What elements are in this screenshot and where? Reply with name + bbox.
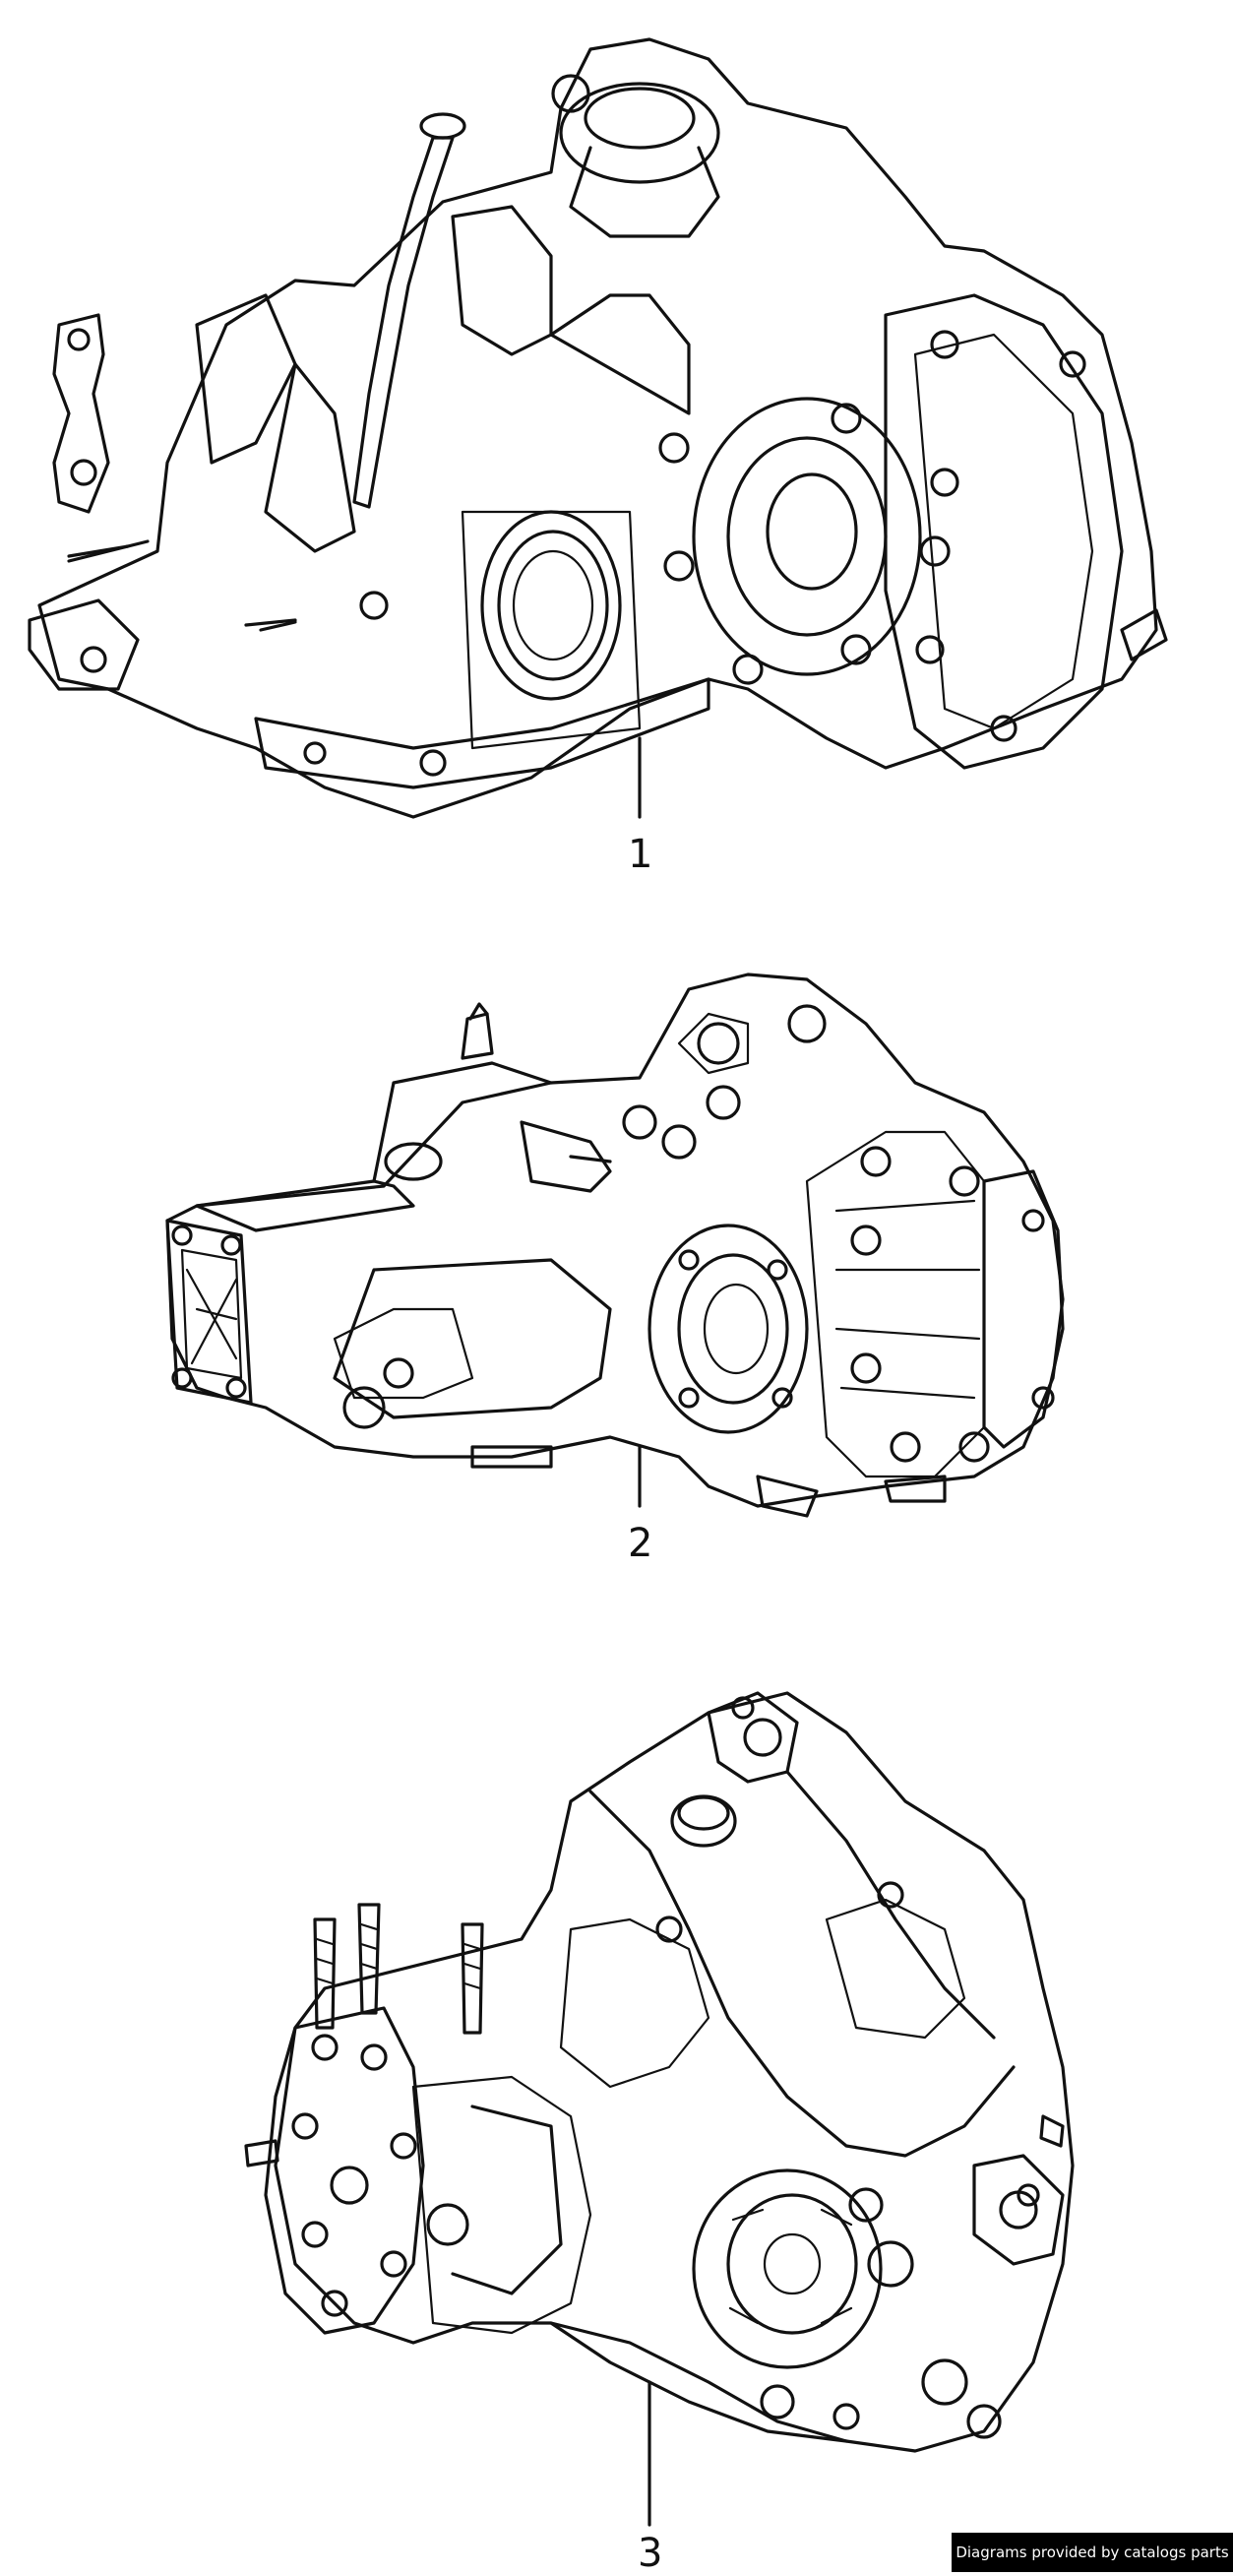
part-2-callout: 2: [628, 1521, 653, 1566]
part-1-callout: 1: [628, 832, 653, 877]
part-3-transaxle-drawing: [244, 1691, 1075, 2453]
catalog-credit-label: Diagrams provided by catalogs parts: [952, 2533, 1233, 2572]
part-1-gearbox-drawing: [28, 37, 1168, 819]
part-2-transmission-drawing: [165, 973, 1065, 1518]
part-3-callout: 3: [638, 2531, 663, 2576]
